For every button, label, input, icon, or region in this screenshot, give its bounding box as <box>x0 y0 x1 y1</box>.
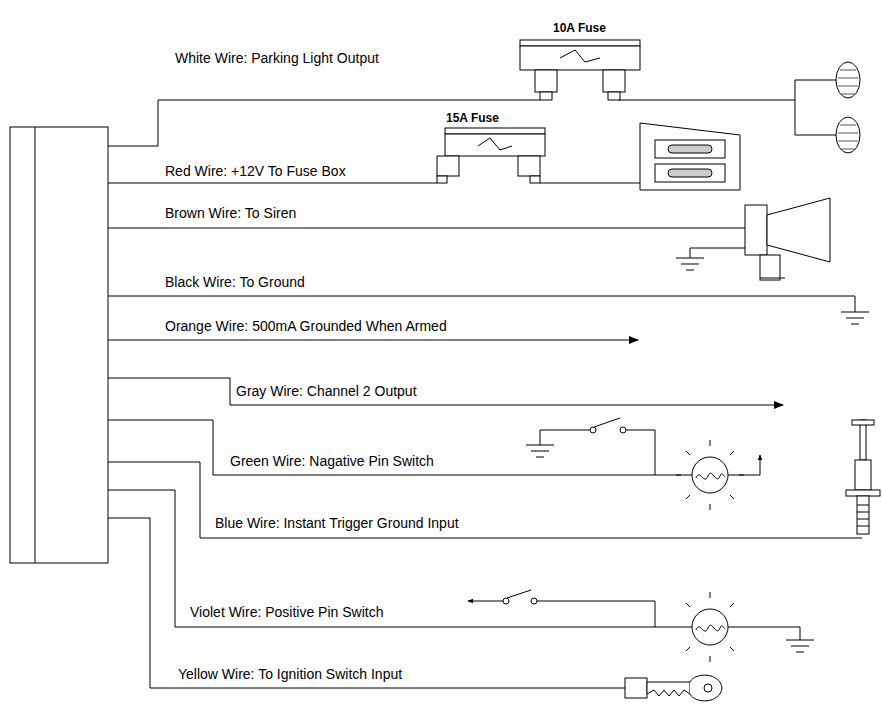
door-switch-positive <box>468 590 655 627</box>
wire-label: Red Wire: +12V To Fuse Box <box>165 163 346 179</box>
fuse-rating: 15A Fuse <box>446 110 499 126</box>
wire-label: Gray Wire: Channel 2 Output <box>236 383 417 399</box>
courtesy-lamp <box>676 440 760 510</box>
blue-wire <box>108 462 862 538</box>
wire-label: White Wire: Parking Light Output <box>175 50 379 66</box>
ignition-key <box>625 675 722 701</box>
wire-label: Orange Wire: 500mA Grounded When Armed <box>165 318 447 334</box>
violet-wire <box>108 490 692 627</box>
door-switch-negative <box>526 418 655 475</box>
brown-wire <box>108 228 745 229</box>
fuse-box <box>640 123 740 190</box>
gray-wire <box>108 378 783 405</box>
fuse-15a <box>437 128 545 183</box>
green-wire <box>108 420 692 475</box>
pin-switch <box>846 420 880 534</box>
yellow-wire <box>108 518 625 688</box>
fuse-rating: 10A Fuse <box>553 20 606 36</box>
wire-label: Violet Wire: Positive Pin Switch <box>190 604 383 620</box>
red-wire <box>108 183 640 184</box>
wire-label: Green Wire: Nagative Pin Switch <box>230 453 434 469</box>
orange-wire <box>108 340 638 341</box>
courtesy-lamp <box>686 592 814 662</box>
wire-label: Yellow Wire: To Ignition Switch Input <box>178 666 402 682</box>
wire-label: Black Wire: To Ground <box>165 274 305 290</box>
siren <box>676 198 830 280</box>
alarm-module <box>10 127 108 563</box>
fuse-10a <box>520 40 640 100</box>
parking-lamp <box>836 62 860 153</box>
wire-label: Blue Wire: Instant Trigger Ground Input <box>215 515 459 531</box>
wire-label: Brown Wire: To Siren <box>165 205 296 221</box>
